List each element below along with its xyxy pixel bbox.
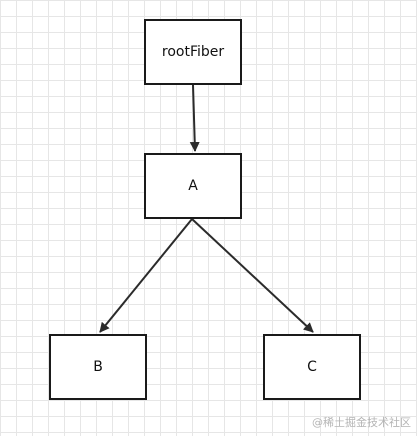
node-c[interactable]: C: [263, 334, 361, 400]
edge-a-to-b: [99, 218, 193, 333]
node-label: B: [93, 359, 103, 375]
edge-a-to-c: [191, 218, 314, 333]
node-b[interactable]: B: [49, 334, 147, 400]
node-rootfiber[interactable]: rootFiber: [144, 19, 242, 85]
node-label: rootFiber: [161, 44, 225, 60]
node-label: C: [307, 359, 317, 375]
watermark-text: @稀土掘金技术社区: [312, 416, 411, 429]
node-label: A: [188, 178, 198, 194]
edge-root-to-a: [189, 84, 200, 152]
node-a[interactable]: A: [144, 153, 242, 219]
